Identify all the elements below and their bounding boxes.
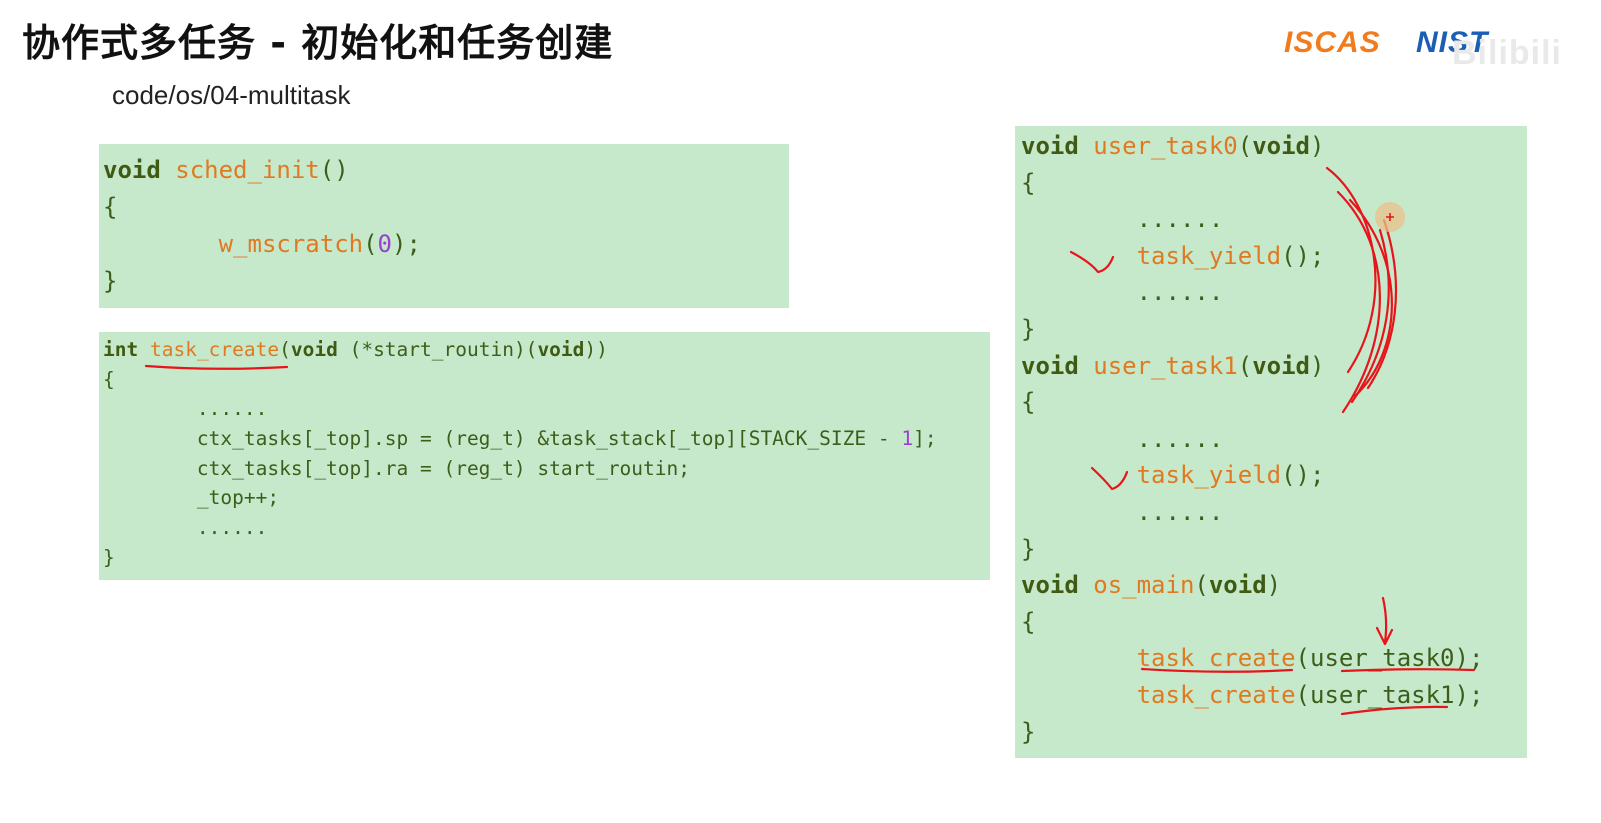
code-text: ) bbox=[1266, 571, 1282, 600]
keyword: void bbox=[1021, 132, 1079, 160]
keyword: void bbox=[537, 338, 585, 361]
code-line: _top++; bbox=[103, 483, 990, 513]
code-text: ...... bbox=[1136, 424, 1224, 453]
keyword: void bbox=[1021, 571, 1079, 600]
iscas-logo: ISCAS bbox=[1284, 26, 1381, 59]
nist-logo: NIST bbox=[1416, 26, 1489, 59]
code-line: { bbox=[1021, 168, 1036, 197]
keyword: int bbox=[103, 338, 139, 361]
code-line: } bbox=[1021, 717, 1036, 746]
function-name: os_main bbox=[1093, 571, 1195, 600]
code-line: void os_main(void) bbox=[1021, 567, 1527, 604]
code-text: () bbox=[319, 156, 349, 184]
function-name: task_create bbox=[1136, 644, 1296, 673]
code-line: ctx_tasks[_top].ra = (reg_t) start_routi… bbox=[103, 454, 990, 484]
code-line: { bbox=[1021, 607, 1036, 636]
code-text: ( bbox=[1194, 571, 1209, 600]
code-text: ( bbox=[1237, 132, 1253, 160]
function-name: task_yield bbox=[1136, 241, 1282, 270]
code-text: (user_task1); bbox=[1295, 680, 1484, 709]
code-text: ) bbox=[1310, 351, 1325, 380]
code-text: ...... bbox=[196, 397, 268, 421]
code-line: task_create(user_task0); bbox=[1021, 640, 1527, 677]
code-line: } bbox=[103, 545, 115, 569]
code-text: ...... bbox=[1136, 278, 1224, 307]
function-name: task_create bbox=[149, 338, 280, 361]
code-line: task_yield(); bbox=[1021, 457, 1527, 494]
code-text: (); bbox=[1281, 461, 1325, 490]
code-text: ...... bbox=[1136, 205, 1224, 234]
code-text: )) bbox=[584, 338, 608, 361]
code-text: ) bbox=[1310, 132, 1325, 160]
code-line: task_yield(); bbox=[1021, 238, 1527, 275]
number-literal: 1 bbox=[901, 427, 914, 451]
code-line: { bbox=[103, 193, 118, 221]
code-text: (); bbox=[1281, 241, 1325, 270]
code-line: } bbox=[1021, 534, 1036, 563]
function-name: task_create bbox=[1136, 680, 1296, 709]
function-name: user_task0 bbox=[1093, 132, 1238, 160]
code-text: ctx_tasks[_top].sp = (reg_t) &task_stack… bbox=[196, 427, 902, 451]
function-name: sched_init bbox=[175, 156, 320, 184]
code-text: ctx_tasks[_top].ra = (reg_t) start_routi… bbox=[196, 456, 691, 480]
keyword: void bbox=[1208, 571, 1267, 600]
code-line: } bbox=[1021, 314, 1036, 343]
number-literal: 0 bbox=[377, 230, 392, 258]
code-line: w_mscratch(0); bbox=[103, 226, 789, 263]
code-text: (user_task0); bbox=[1295, 644, 1484, 673]
code-line: ...... bbox=[1021, 421, 1527, 458]
bilibili-watermark: Bilibili bbox=[1452, 34, 1562, 72]
code-text: ); bbox=[392, 230, 421, 258]
keyword: void bbox=[1252, 351, 1310, 380]
keyword: void bbox=[1252, 132, 1310, 160]
code-line: ...... bbox=[103, 394, 990, 424]
code-line: ...... bbox=[1021, 201, 1527, 238]
code-text: (*start_routin)( bbox=[337, 338, 538, 361]
code-line: ...... bbox=[103, 513, 990, 543]
keyword: void bbox=[103, 156, 161, 184]
code-path: code/os/04-multitask bbox=[112, 80, 351, 110]
code-line: void user_task1(void) bbox=[1021, 348, 1527, 385]
function-name: task_yield bbox=[1136, 461, 1282, 490]
code-line: task_create(user_task1); bbox=[1021, 677, 1527, 714]
code-line: ctx_tasks[_top].sp = (reg_t) &task_stack… bbox=[103, 424, 990, 454]
sched-init-code-block: void sched_init() { w_mscratch(0);} bbox=[99, 144, 789, 308]
function-name: w_mscratch bbox=[218, 230, 364, 258]
code-line: ...... bbox=[1021, 494, 1527, 531]
code-line: void sched_init() bbox=[103, 152, 789, 189]
code-line: { bbox=[103, 367, 115, 391]
code-text: ( bbox=[1237, 351, 1253, 380]
code-text: ...... bbox=[1136, 497, 1224, 526]
function-name: user_task1 bbox=[1093, 351, 1238, 380]
task-create-code-block: int task_create(void (*start_routin)(voi… bbox=[99, 332, 990, 580]
code-text: ( bbox=[279, 338, 291, 361]
code-text: ]; bbox=[913, 427, 937, 451]
code-line: int task_create(void (*start_routin)(voi… bbox=[103, 335, 990, 365]
slide-title: 协作式多任务 - 初始化和任务创建 bbox=[22, 21, 614, 65]
code-line: ...... bbox=[1021, 274, 1527, 311]
keyword: void bbox=[1021, 351, 1079, 380]
logo-bar: ISCAS NIST bbox=[1282, 22, 1582, 72]
code-line: void user_task0(void) bbox=[1021, 128, 1527, 165]
code-text: ...... bbox=[196, 516, 268, 540]
code-text: _top++; bbox=[196, 486, 280, 510]
keyword: void bbox=[290, 338, 338, 361]
code-text: ( bbox=[363, 230, 378, 258]
code-line: { bbox=[1021, 388, 1036, 417]
user-tasks-code-block: void user_task0(void){ ...... task_yield… bbox=[1015, 126, 1527, 758]
code-line: } bbox=[103, 267, 118, 295]
